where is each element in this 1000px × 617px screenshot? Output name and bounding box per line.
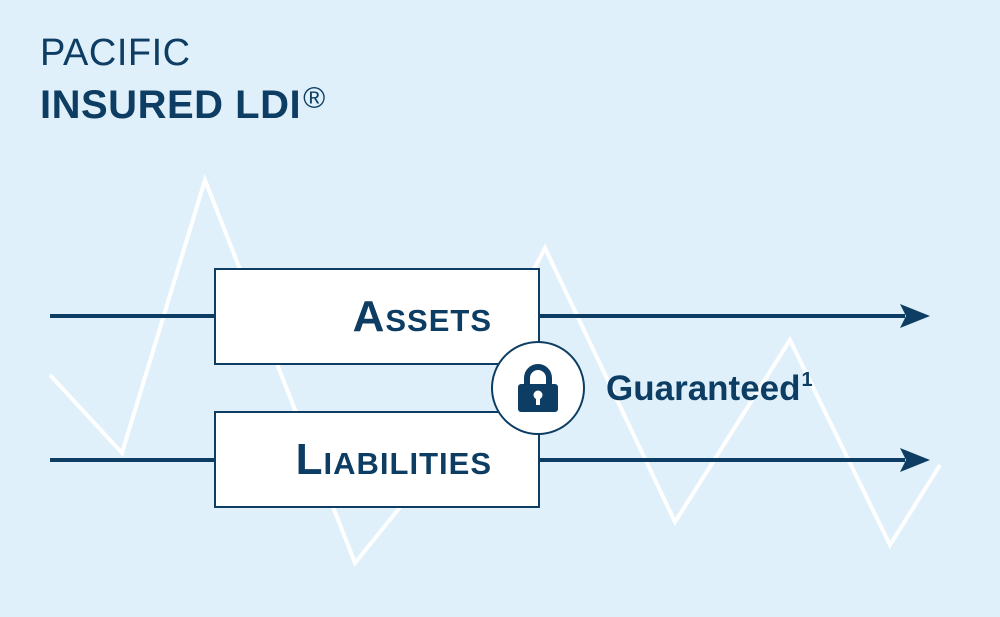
guaranteed-text: Guaranteed <box>606 369 801 408</box>
assets-label: Assets <box>352 291 492 341</box>
registered-mark: ® <box>303 82 326 115</box>
assets-box: Assets <box>214 268 540 365</box>
brand-title-pacific: PACIFIC <box>40 32 191 74</box>
guaranteed-label: Guaranteed1 <box>606 370 813 406</box>
brand-title-insured-ldi: INSURED LDI® <box>40 82 326 127</box>
assets-arrowhead <box>900 304 930 328</box>
liabilities-label: Liabilities <box>295 434 492 484</box>
lock-badge <box>491 341 585 435</box>
liabilities-box: Liabilities <box>214 411 540 508</box>
padlock-icon <box>518 364 558 412</box>
zigzag-line-left <box>48 173 432 567</box>
guaranteed-footnote-marker: 1 <box>801 369 813 391</box>
zigzag-line-right <box>503 243 942 550</box>
brand-title-text: INSURED LDI <box>40 83 302 127</box>
liabilities-arrowhead <box>900 448 930 472</box>
